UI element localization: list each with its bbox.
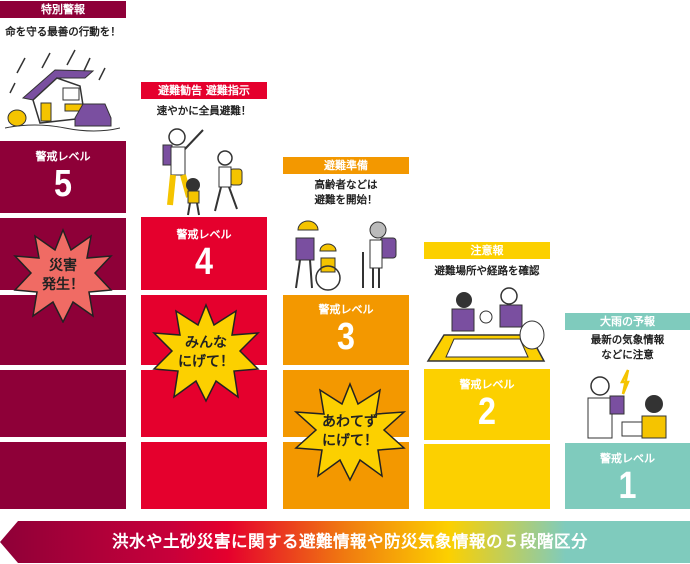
- level-4-label: 警戒レベル 4: [141, 226, 267, 282]
- level-2-block: [424, 369, 550, 440]
- level-1-message: 最新の気象情報 などに注意: [565, 333, 690, 363]
- level-5-block: [0, 141, 126, 213]
- burst-icon: [152, 303, 260, 403]
- five-level-arrow-banner: [0, 521, 690, 563]
- level-label-text: 警戒レベル: [600, 452, 655, 465]
- flooded-house-icon: [5, 49, 120, 132]
- message-line: 高齢者などは: [314, 179, 378, 191]
- level-5-label: 警戒レベル 5: [0, 148, 126, 204]
- burst-icon: [13, 228, 113, 323]
- burst-line: にげて！: [322, 433, 378, 449]
- level-4-burst-text: みんな にげて！: [152, 334, 260, 372]
- level-label-text: 警戒レベル: [318, 303, 374, 316]
- level-2-tag: 注意報: [424, 242, 550, 259]
- level-label-text: 警戒レベル: [176, 228, 232, 241]
- level-number: 2: [478, 391, 496, 433]
- level-3-tag: 避難準備: [283, 157, 409, 174]
- family-evacuating-icon: [162, 128, 243, 216]
- level-number: 3: [337, 316, 355, 358]
- burst-line: 災害: [49, 258, 77, 274]
- level-3-label: 警戒レベル 3: [283, 301, 409, 357]
- level-label-text: 警戒レベル: [459, 378, 515, 391]
- level-3-message: 高齢者などは 避難を開始！: [283, 178, 409, 208]
- burst-icon: [294, 382, 406, 482]
- level-3-burst-text: あわてず にげて！: [294, 413, 406, 451]
- message-line: などに注意: [601, 349, 654, 361]
- level-label-text: 警戒レベル: [35, 150, 91, 163]
- message-line: 避難を開始！: [314, 194, 378, 206]
- elderly-evacuating-icon: [295, 220, 397, 291]
- level-5-tag: 特別警報: [0, 1, 126, 18]
- level-2-message: 避難場所や経路を確認: [434, 265, 540, 277]
- family-map-icon: [426, 287, 546, 362]
- level-4-tag: 避難勧告 避難指示: [141, 82, 267, 99]
- burst-line: にげて！: [178, 354, 234, 370]
- burst-line: あわてず: [322, 414, 378, 430]
- message-line: 最新の気象情報: [590, 334, 665, 346]
- level-3-block: [283, 295, 409, 365]
- level-4-block: [141, 217, 267, 290]
- level-1-block: [565, 443, 690, 509]
- level-1-label: 警戒レベル 1: [565, 450, 690, 506]
- level-5-row: [0, 370, 126, 437]
- level-5-burst-text: 災害 発生！: [13, 257, 113, 295]
- banner-title: 洪水や土砂災害に関する避難情報や防災気象情報の５段階区分: [112, 532, 588, 551]
- level-4-row: [141, 442, 267, 509]
- level-2-row: [424, 444, 550, 509]
- level-number: 5: [54, 163, 72, 205]
- level-number: 1: [618, 465, 637, 507]
- level-1-tag: 大雨の予報: [565, 313, 690, 330]
- level-5-message: 命を守る最善の行動を！: [5, 26, 121, 38]
- level-2-label: 警戒レベル 2: [424, 376, 550, 432]
- burst-line: 発生！: [42, 277, 84, 293]
- weather-info-icon: [587, 369, 667, 439]
- level-number: 4: [195, 241, 213, 283]
- level-4-message: 速やかに全員避難！: [156, 105, 252, 117]
- level-5-row: [0, 442, 126, 509]
- burst-line: みんな: [185, 335, 227, 351]
